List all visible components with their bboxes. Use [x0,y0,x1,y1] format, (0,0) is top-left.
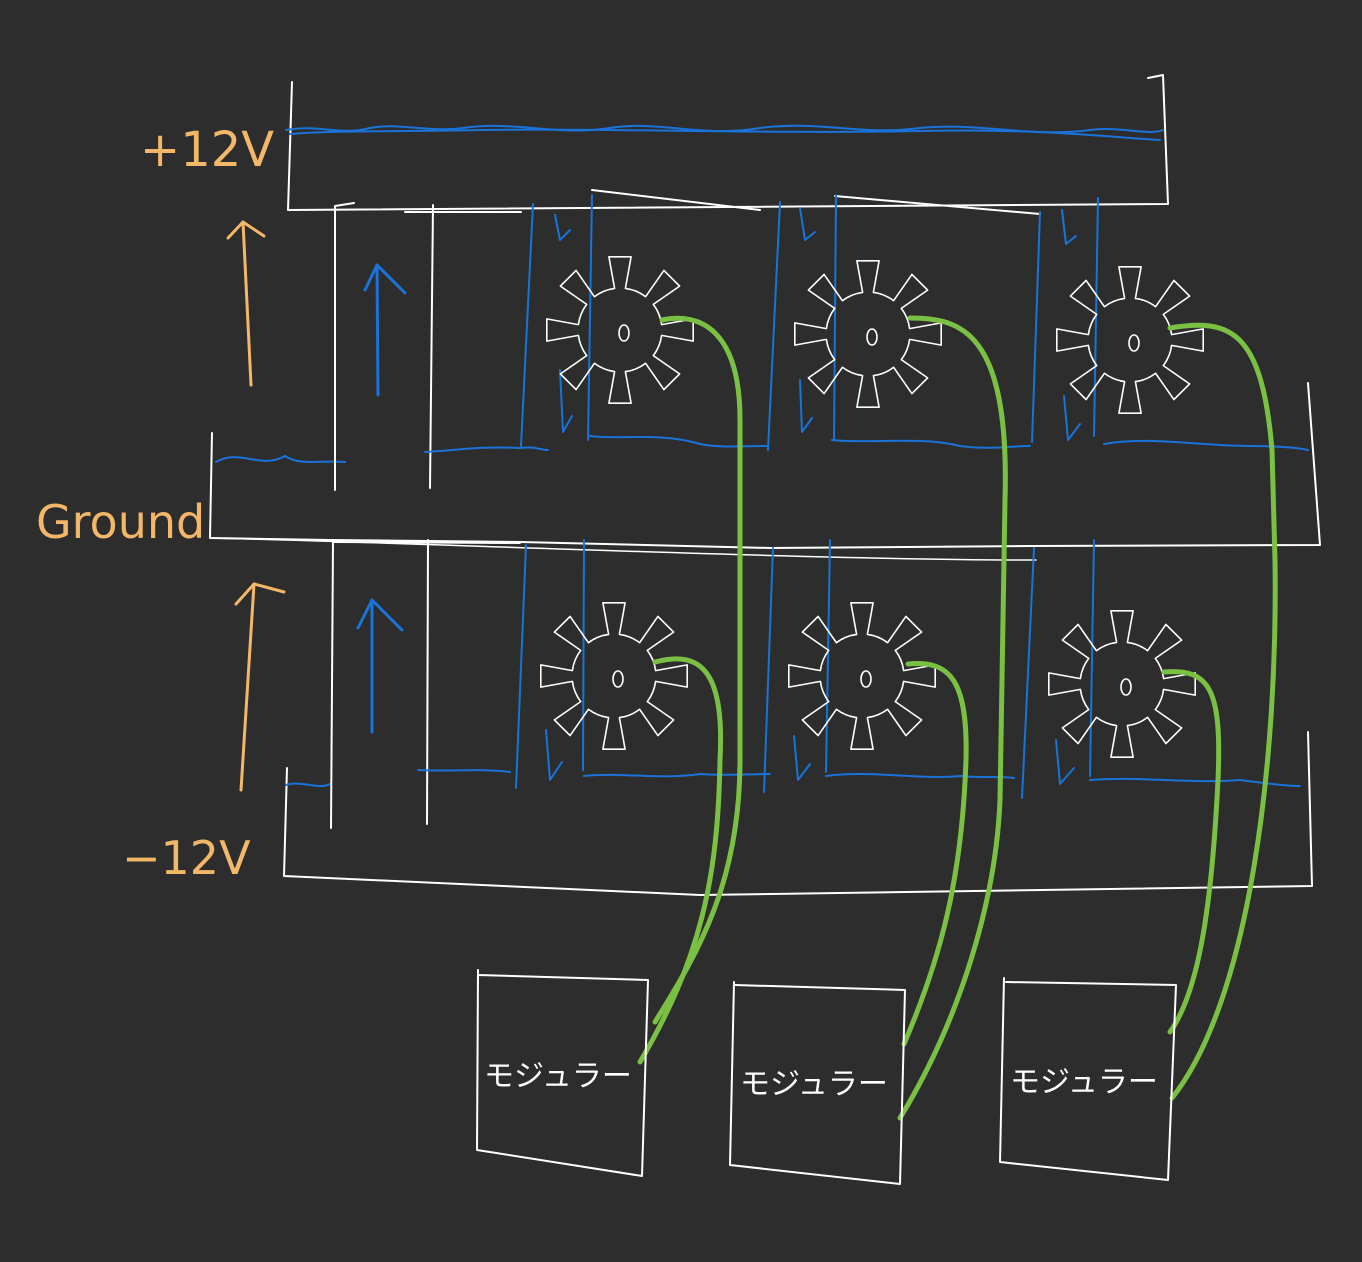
wire-fan-r1c1 [652,315,743,1025]
controller-2: モジュラー [729,981,906,1185]
fan-blades [540,602,688,750]
controller-3-label: モジュラー [1010,1065,1158,1100]
fan-blades [794,260,942,408]
fan-r1c3 [1056,266,1204,414]
fan-compartment-row2-col2 [763,539,1015,793]
fan-compartment-row1-col3 [1031,197,1309,451]
controller-3: モジュラー [999,977,1177,1181]
wire-fan-r2c2 [901,661,969,1047]
controller-1-label: モジュラー [484,1059,632,1094]
ground-rail [209,382,1321,561]
fan-grid [540,256,1204,758]
fan-r1c1 [546,256,694,404]
voltage-arrow-lower [234,582,286,792]
fan-compartment-row1-col1 [520,189,769,448]
fan-hub [618,324,630,342]
fan-compartment-row2-col1 [515,539,771,789]
fan-r2c2 [788,602,936,750]
wire-fan-r2c1 [637,656,724,1065]
fan-r2c3 [1048,610,1196,758]
wire-fan-r2c3 [1161,669,1222,1035]
fan-hub [860,670,872,688]
positive-rail-label: +12V [140,122,274,178]
inlet-channel-upper [334,202,549,491]
voltage-arrow-upper [226,220,266,387]
wire-fan-r1c2 [897,315,1008,1121]
controller-1: モジュラー [476,969,649,1177]
inlet-channel-lower [330,539,521,829]
fan-blades [1048,610,1196,758]
fan-r2c1 [540,602,688,750]
negative-rail [283,731,1313,896]
fan-r1c2 [794,260,942,408]
fan-hub [866,328,878,346]
fan-hub [1128,334,1140,352]
fan-hub [612,670,624,688]
wiring [637,315,1278,1121]
fan-hub [1120,678,1132,696]
positive-rail [285,74,1169,211]
fan-blades [546,256,694,404]
ground-rail-label: Ground [36,495,205,549]
controller-2-label: モジュラー [740,1067,888,1102]
fan-blades [788,602,936,750]
fan-compartment-row1-col2 [767,194,1041,451]
negative-rail-label: −12V [122,831,251,885]
fan-compartment-row2-col3 [1021,539,1301,799]
fan-blades [1056,266,1204,414]
wire-fan-r1c3 [1167,322,1278,1101]
